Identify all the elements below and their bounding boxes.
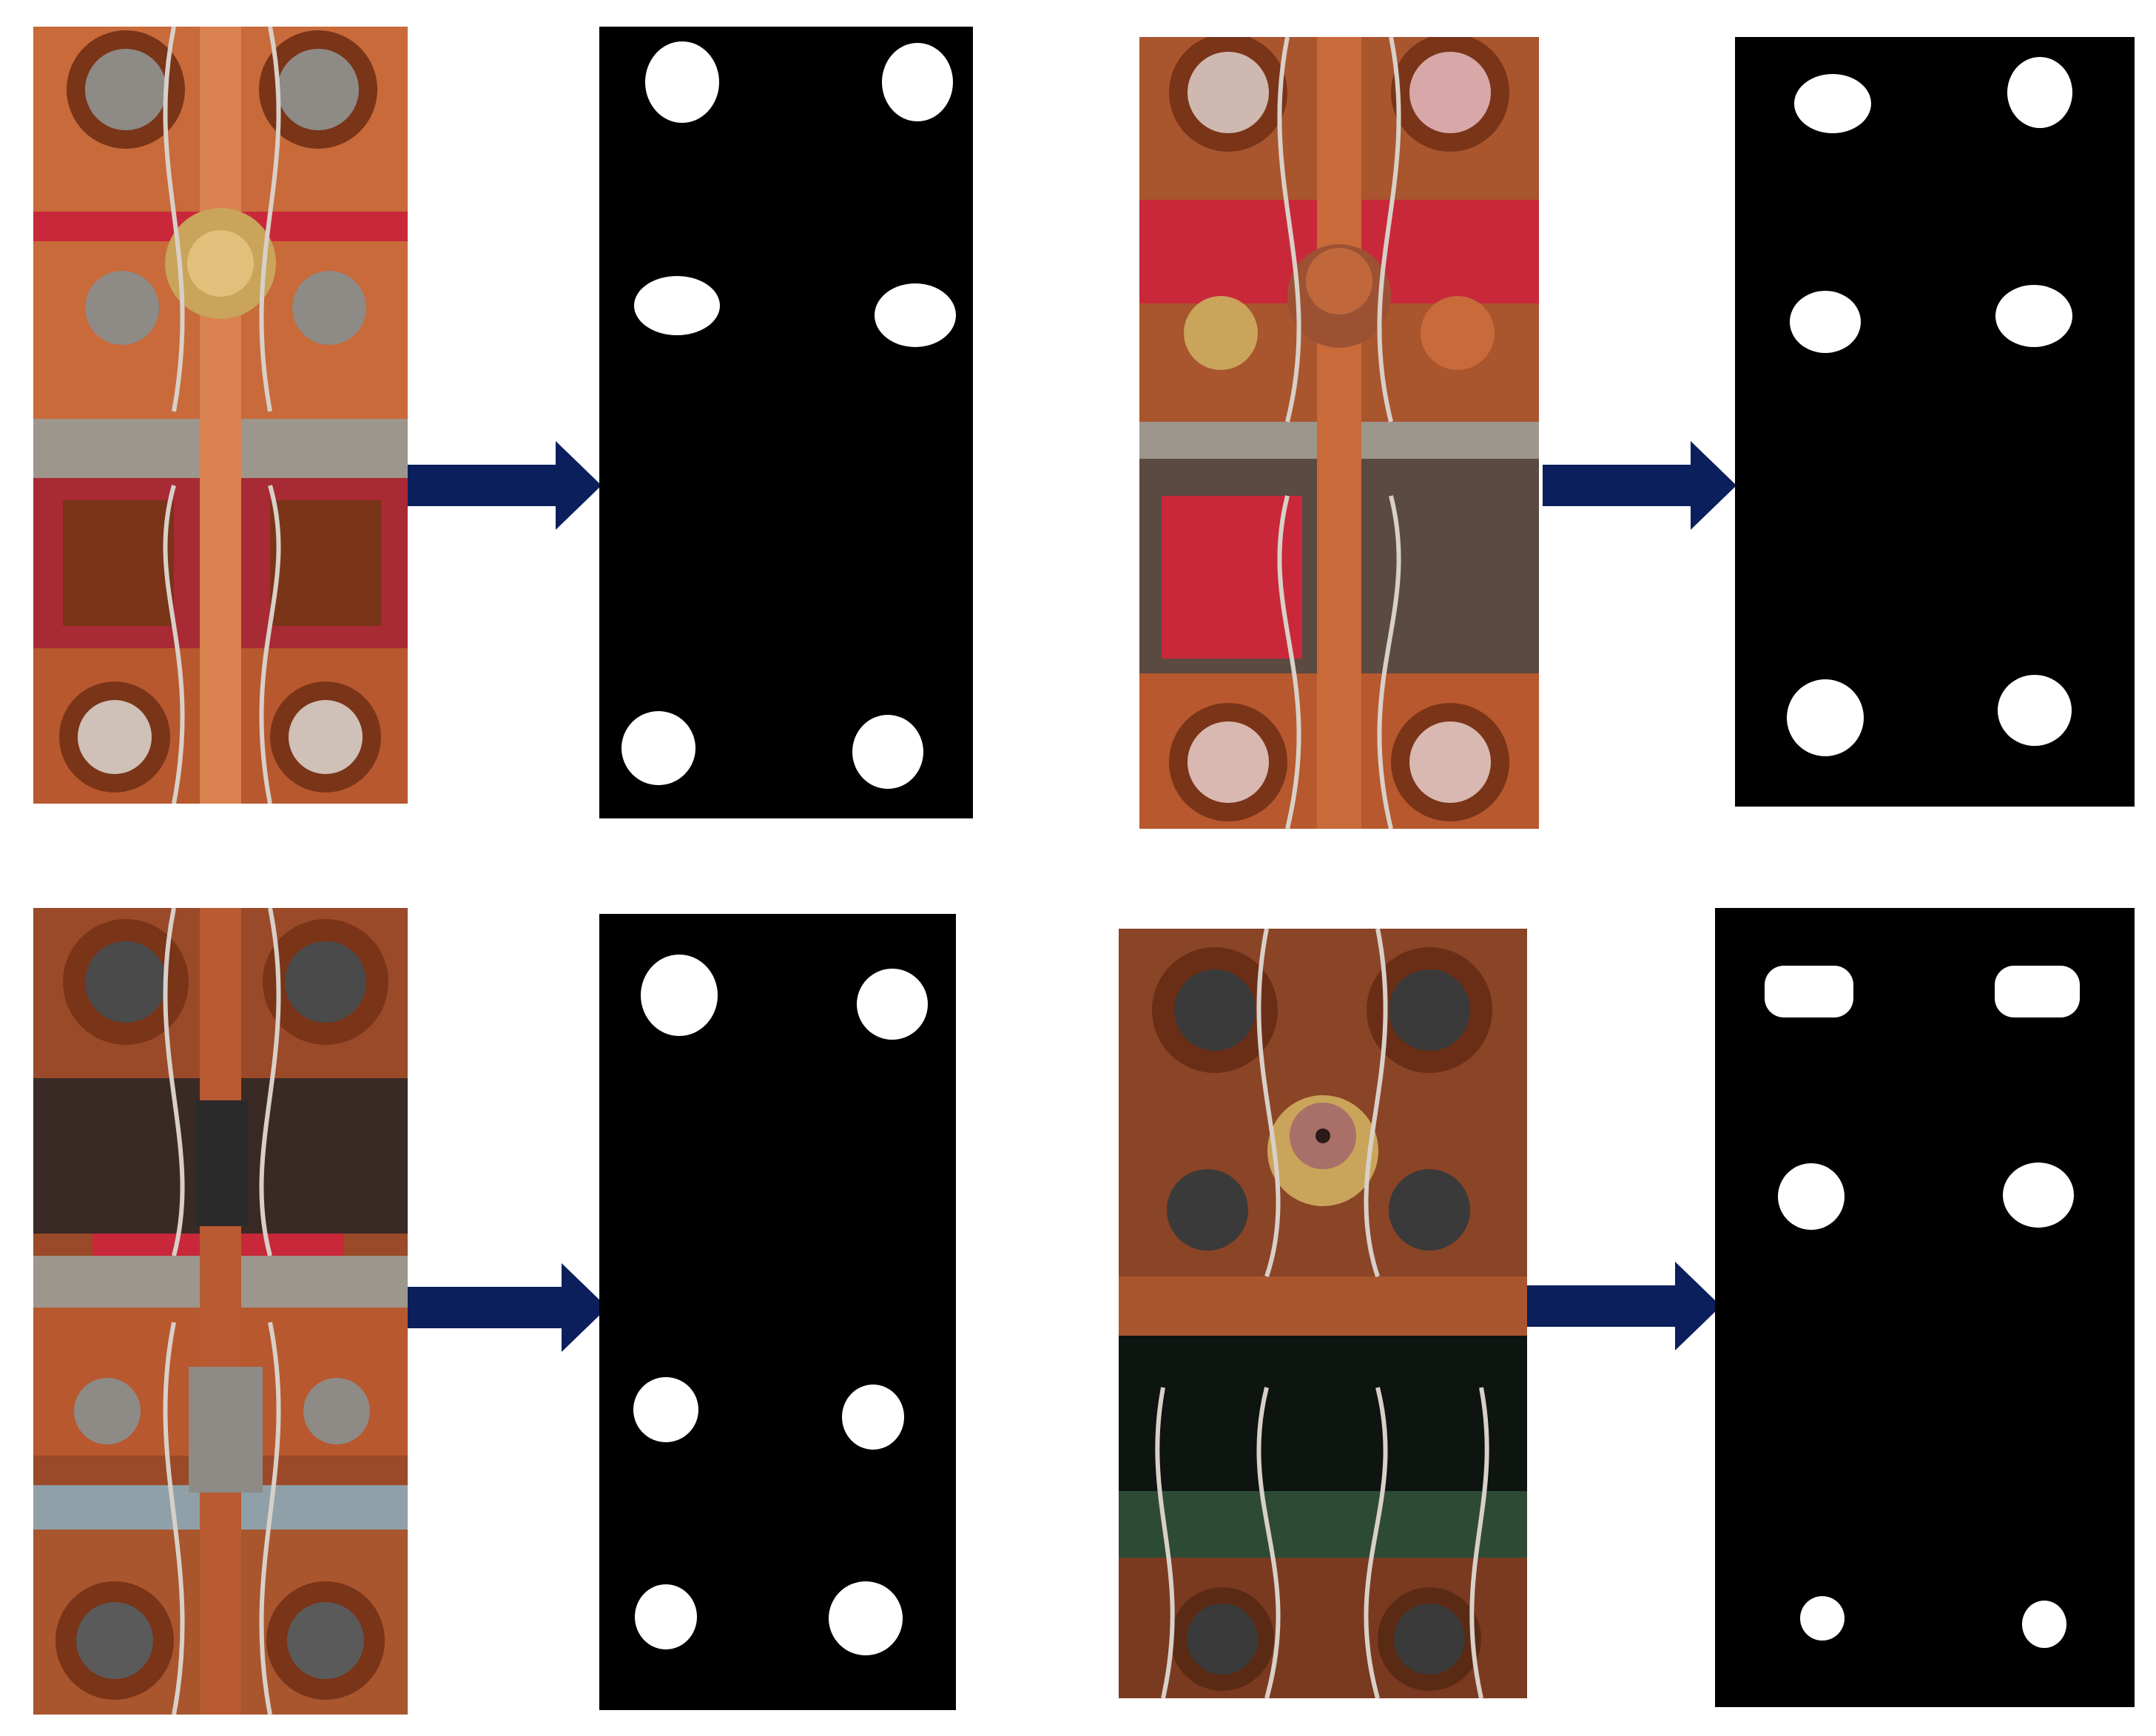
right-arrow-icon xyxy=(1527,1262,1721,1350)
arrow-top-left xyxy=(408,441,602,530)
arrow-top-right xyxy=(1543,441,1736,530)
relay-photo-bottom-left xyxy=(33,908,408,1715)
relay-photo-top-left xyxy=(33,27,408,804)
arrow-bottom-right xyxy=(1527,1262,1721,1350)
mask-bottom-right xyxy=(1715,908,2135,1707)
right-arrow-icon xyxy=(408,1263,607,1352)
right-arrow-icon xyxy=(1543,441,1736,530)
relay-photo-top-right xyxy=(1139,37,1539,829)
arrow-bottom-left xyxy=(408,1263,607,1352)
mask-bottom-left xyxy=(599,914,956,1710)
mask-top-right xyxy=(1735,37,2135,807)
segmentation-mask-icon xyxy=(621,41,956,789)
right-arrow-icon xyxy=(408,441,602,530)
segmentation-mask-icon xyxy=(1787,57,2072,756)
relay-contacts-photo-icon xyxy=(1139,37,1539,829)
segmentation-mask-icon xyxy=(633,955,928,1655)
mask-top-left xyxy=(599,27,973,818)
relay-contacts-photo-icon xyxy=(1119,929,1527,1698)
relay-contacts-photo-icon xyxy=(33,27,408,804)
relay-contacts-photo-icon xyxy=(33,908,408,1715)
segmentation-mask-icon xyxy=(1765,966,2080,1648)
relay-photo-bottom-right xyxy=(1119,929,1527,1698)
